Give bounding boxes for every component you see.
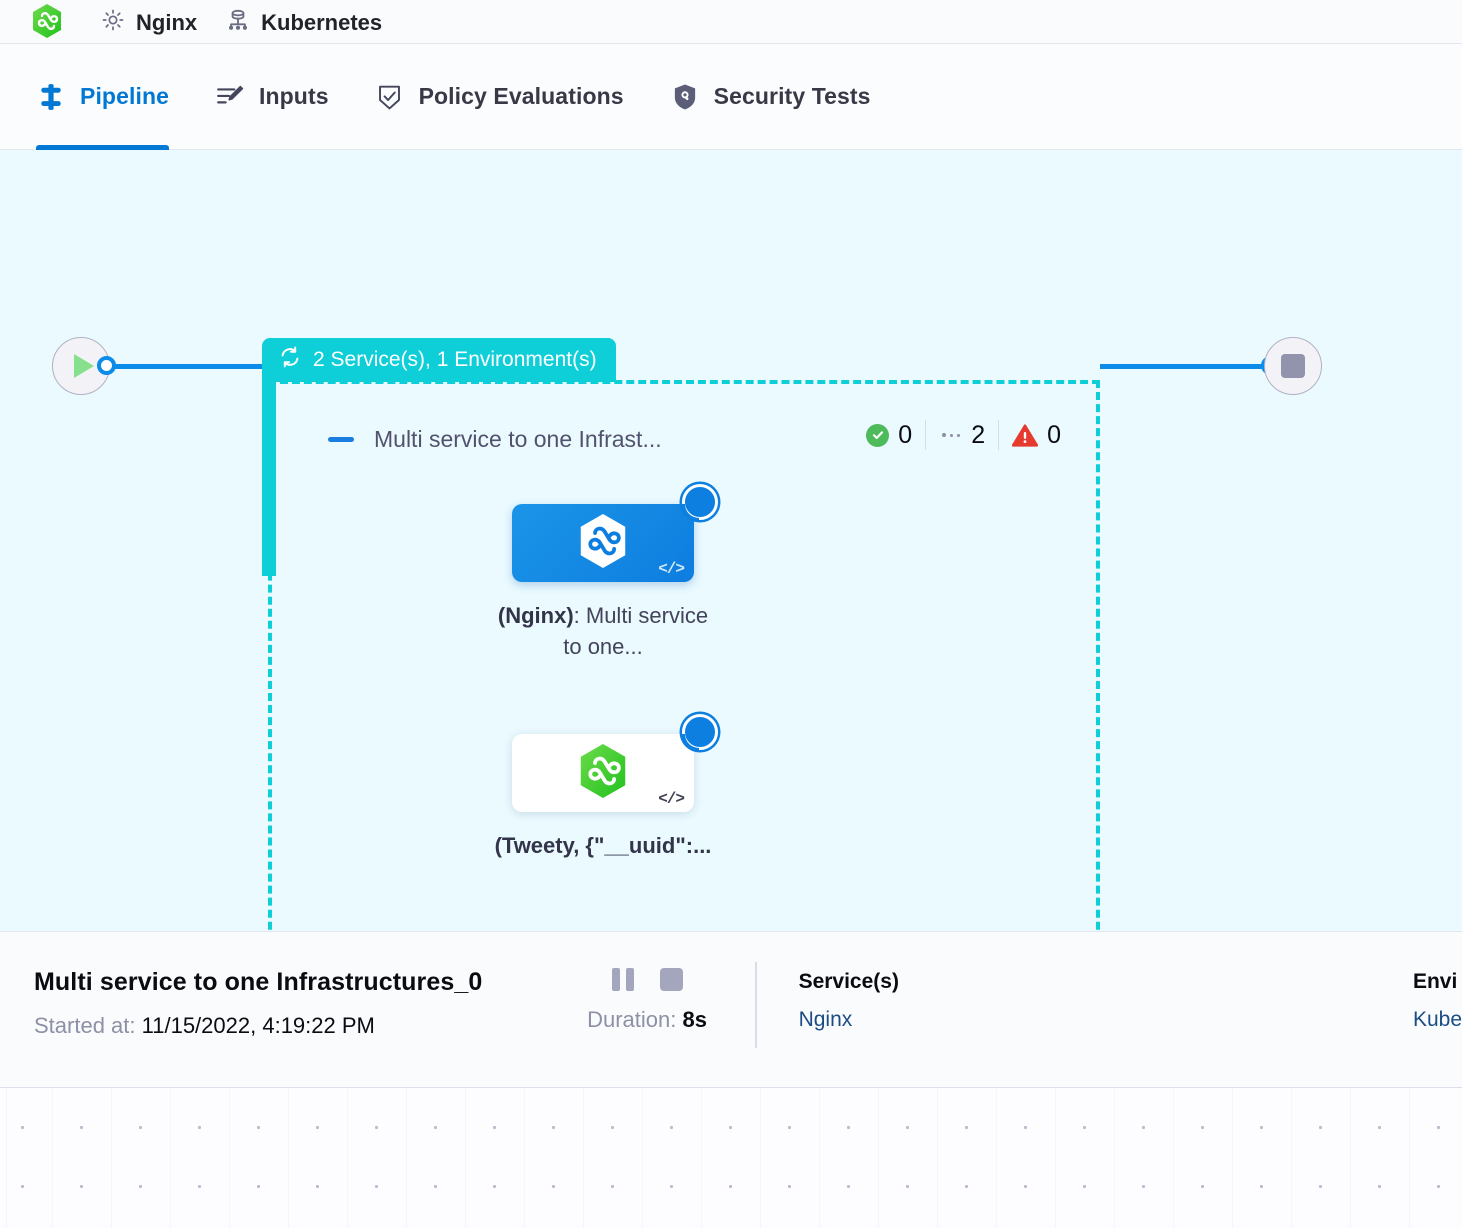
step-label-bold: (Nginx) [497, 603, 574, 628]
running-dots-icon [939, 433, 962, 437]
step-group-title: Multi service to one Infrast... [374, 425, 662, 452]
execution-started: Started at: 11/15/2022, 4:19:22 PM [34, 1013, 539, 1039]
duration-label: Duration: [587, 1007, 677, 1032]
status-count-success: 0 [853, 420, 925, 450]
warning-count: 0 [1047, 420, 1061, 449]
started-value: 11/15/2022, 4:19:22 PM [141, 1013, 375, 1038]
execution-title: Multi service to one Infrastructures_0 [34, 968, 483, 996]
tab-bar: Pipeline Inputs Policy Evaluations [0, 44, 1462, 150]
status-counts: 0 2 0 [853, 416, 1074, 454]
services-value[interactable]: Nginx [798, 1008, 853, 1031]
breadcrumb-label-1: Nginx [136, 9, 198, 35]
tab-label-security-tests: Security Tests [713, 83, 871, 109]
breadcrumb-strip: Nginx Kubernetes [0, 0, 1462, 44]
success-check-icon [866, 423, 890, 447]
step-label-rest: : Multi service to one... [563, 603, 709, 660]
harness-hexagon-green-icon [579, 743, 627, 803]
pipeline-icon [36, 82, 66, 112]
environments-column: Envi Kube [1371, 932, 1462, 1032]
divider [755, 962, 757, 1048]
step-label: (Nginx): Multi service to one... [483, 600, 723, 662]
breadcrumb-item-environment[interactable]: Kubernetes [225, 7, 382, 44]
step-node-tweety[interactable]: </> (Tweety, {"__uuid":... [483, 714, 723, 861]
running-spinner-icon [681, 484, 718, 521]
services-header: Service(s) [798, 970, 899, 993]
warning-triangle-icon [1012, 423, 1039, 447]
code-brackets-icon: </> [658, 560, 685, 578]
harness-hexagon-green-icon [32, 4, 62, 38]
step-card[interactable]: </> [512, 484, 718, 582]
pipeline-graph-canvas[interactable]: 2 Service(s), 1 Environment(s) Multi ser… [0, 150, 1462, 931]
collapse-dash-icon[interactable] [328, 436, 354, 442]
security-shield-icon [670, 82, 700, 112]
play-icon [74, 354, 94, 378]
harness-hexagon-white-icon [579, 513, 627, 573]
edge-start-to-group [112, 364, 270, 369]
breadcrumb-item-project[interactable] [32, 4, 72, 44]
tab-label-inputs: Inputs [259, 83, 329, 109]
matrix-badge[interactable]: 2 Service(s), 1 Environment(s) [262, 338, 616, 382]
step-label-bold: (Tweety, {"__uuid":... [494, 833, 712, 858]
execution-controls: Duration: 8s [539, 932, 755, 1033]
gear-icon [100, 7, 126, 38]
tab-pipeline[interactable]: Pipeline [36, 44, 169, 150]
step-node-nginx[interactable]: </> (Nginx): Multi service to one... [483, 484, 723, 662]
kubernetes-icon [225, 7, 251, 38]
status-count-warning: 0 [998, 420, 1074, 450]
step-group-box[interactable]: Multi service to one Infrast... 0 2 [268, 380, 1100, 931]
breadcrumb-label-2: Kubernetes [261, 9, 383, 35]
services-column: Service(s) Nginx [757, 932, 899, 1032]
start-node[interactable] [52, 337, 110, 395]
duration-value: 8s [682, 1007, 707, 1032]
tab-policy-evaluations[interactable]: Policy Evaluations [375, 44, 624, 150]
stop-icon [1281, 354, 1305, 378]
duration: Duration: 8s [539, 1007, 755, 1033]
breadcrumb-item-service[interactable]: Nginx [100, 7, 197, 44]
stop-icon[interactable] [659, 968, 683, 991]
tab-inputs[interactable]: Inputs [215, 44, 329, 150]
dot-grid-canvas[interactable] [0, 1088, 1462, 1228]
success-count: 0 [898, 420, 913, 449]
code-brackets-icon: </> [658, 790, 685, 808]
step-card[interactable]: </> [512, 714, 718, 812]
step-group-header: Multi service to one Infrast... [328, 422, 1048, 456]
step-label: (Tweety, {"__uuid":... [483, 830, 723, 861]
tab-label-policy-evaluations: Policy Evaluations [418, 83, 624, 109]
started-label: Started at: [34, 1013, 136, 1038]
running-count: 2 [971, 420, 986, 449]
pause-icon[interactable] [611, 968, 634, 991]
edge-group-to-end [1100, 364, 1272, 369]
matrix-badge-label: 2 Service(s), 1 Environment(s) [313, 348, 597, 371]
execution-info-bar: Multi service to one Infrastructures_0 S… [0, 931, 1462, 1088]
status-count-running: 2 [925, 420, 998, 450]
tab-label-pipeline: Pipeline [80, 83, 169, 109]
environments-header: Envi [1412, 970, 1458, 993]
policy-shield-check-icon [375, 82, 405, 112]
end-node[interactable] [1264, 337, 1322, 395]
environments-value[interactable]: Kube [1412, 1008, 1462, 1031]
inputs-icon [215, 82, 245, 112]
execution-summary: Multi service to one Infrastructures_0 S… [0, 932, 539, 1039]
matrix-loop-icon [278, 345, 302, 375]
running-spinner-icon [681, 714, 718, 751]
tab-security-tests[interactable]: Security Tests [670, 44, 871, 150]
